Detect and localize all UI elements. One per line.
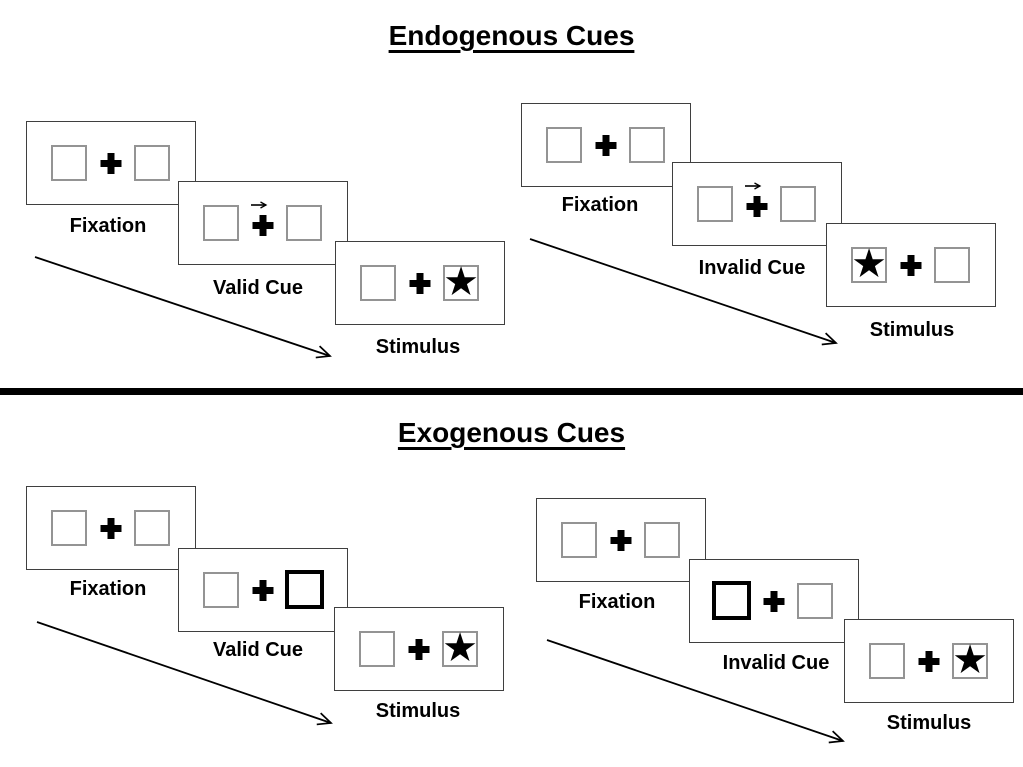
panel-label-fixation: Fixation xyxy=(578,591,656,613)
exo-valid-fixation-panel xyxy=(26,486,196,570)
placeholder-box-right xyxy=(780,186,816,222)
placeholder-box-right xyxy=(934,247,970,283)
placeholder-box-right xyxy=(134,510,170,546)
fixation-cross-icon xyxy=(100,518,122,539)
section-title-endogenous: Endogenous Cues xyxy=(0,20,1023,52)
target-box-right: ★ xyxy=(952,637,988,682)
fixation-cross-icon xyxy=(746,196,768,217)
target-box-left: ★ xyxy=(851,241,887,286)
placeholder-box-left xyxy=(203,205,239,241)
panel-label-stimulus: Stimulus xyxy=(886,712,972,734)
placeholder-box-left xyxy=(561,522,597,558)
star-stimulus-icon: ★ xyxy=(952,637,988,682)
star-stimulus-icon: ★ xyxy=(851,241,887,286)
panel-label-invalid-cue: Invalid Cue xyxy=(698,257,806,279)
target-box-right: ★ xyxy=(443,259,479,304)
placeholder-box-right xyxy=(134,145,170,181)
exo-invalid-fixation-panel xyxy=(536,498,706,582)
exo-invalid-stimulus-panel: ★ xyxy=(844,619,1014,703)
placeholder-box-left xyxy=(360,265,396,301)
placeholder-box-left xyxy=(546,127,582,163)
cue-highlight-box-left xyxy=(712,581,751,620)
panel-label-valid-cue: Valid Cue xyxy=(212,639,304,661)
fixation-cross-icon xyxy=(408,639,430,660)
panel-label-valid-cue: Valid Cue xyxy=(212,277,304,299)
endo-invalid-fixation-panel xyxy=(521,103,691,187)
panel-label-stimulus: Stimulus xyxy=(375,336,461,358)
endo-invalid-stimulus-panel: ★ xyxy=(826,223,996,307)
placeholder-box-left xyxy=(203,572,239,608)
placeholder-box-right xyxy=(644,522,680,558)
section-title-text: Exogenous Cues xyxy=(397,417,626,448)
cue-highlight-box-right xyxy=(285,570,324,609)
star-stimulus-icon: ★ xyxy=(442,625,478,670)
panel-label-fixation: Fixation xyxy=(561,194,639,216)
fixation-cross-icon xyxy=(409,273,431,294)
panel-label-stimulus: Stimulus xyxy=(869,319,955,341)
endo-invalid-cue-panel xyxy=(672,162,842,246)
fixation-cross-icon xyxy=(918,651,940,672)
placeholder-box-right xyxy=(797,583,833,619)
fixation-cross-icon xyxy=(100,153,122,174)
exo-invalid-cue-panel xyxy=(689,559,859,643)
fixation-cross-icon xyxy=(763,591,785,612)
fixation-cross-icon xyxy=(252,215,274,236)
endo-valid-stimulus-panel: ★ xyxy=(335,241,505,325)
sequence-arrow-exo-valid xyxy=(36,621,333,726)
fixation-cross-icon xyxy=(610,530,632,551)
exo-valid-stimulus-panel: ★ xyxy=(334,607,504,691)
placeholder-box-left xyxy=(51,145,87,181)
target-box-right: ★ xyxy=(442,625,478,670)
placeholder-box-left xyxy=(359,631,395,667)
star-stimulus-icon: ★ xyxy=(443,259,479,304)
endo-valid-fixation-panel xyxy=(26,121,196,205)
section-title-text: Endogenous Cues xyxy=(388,20,635,51)
exo-valid-cue-panel xyxy=(178,548,348,632)
fixation-cross-icon xyxy=(252,580,274,601)
fixation-cross-icon xyxy=(900,255,922,276)
placeholder-box-right xyxy=(629,127,665,163)
placeholder-box-left xyxy=(697,186,733,222)
placeholder-box-left xyxy=(51,510,87,546)
sequence-arrow-endo-valid xyxy=(34,256,332,359)
section-title-exogenous: Exogenous Cues xyxy=(0,417,1023,449)
placeholder-box-right xyxy=(286,205,322,241)
panel-label-fixation: Fixation xyxy=(69,578,147,600)
sequence-arrow-endo-invalid xyxy=(529,238,838,346)
panel-label-fixation: Fixation xyxy=(69,215,147,237)
panel-label-invalid-cue: Invalid Cue xyxy=(722,652,830,674)
panel-label-stimulus: Stimulus xyxy=(375,700,461,722)
placeholder-box-left xyxy=(869,643,905,679)
section-divider xyxy=(0,388,1023,395)
fixation-cross-icon xyxy=(595,135,617,156)
endo-valid-cue-panel xyxy=(178,181,348,265)
